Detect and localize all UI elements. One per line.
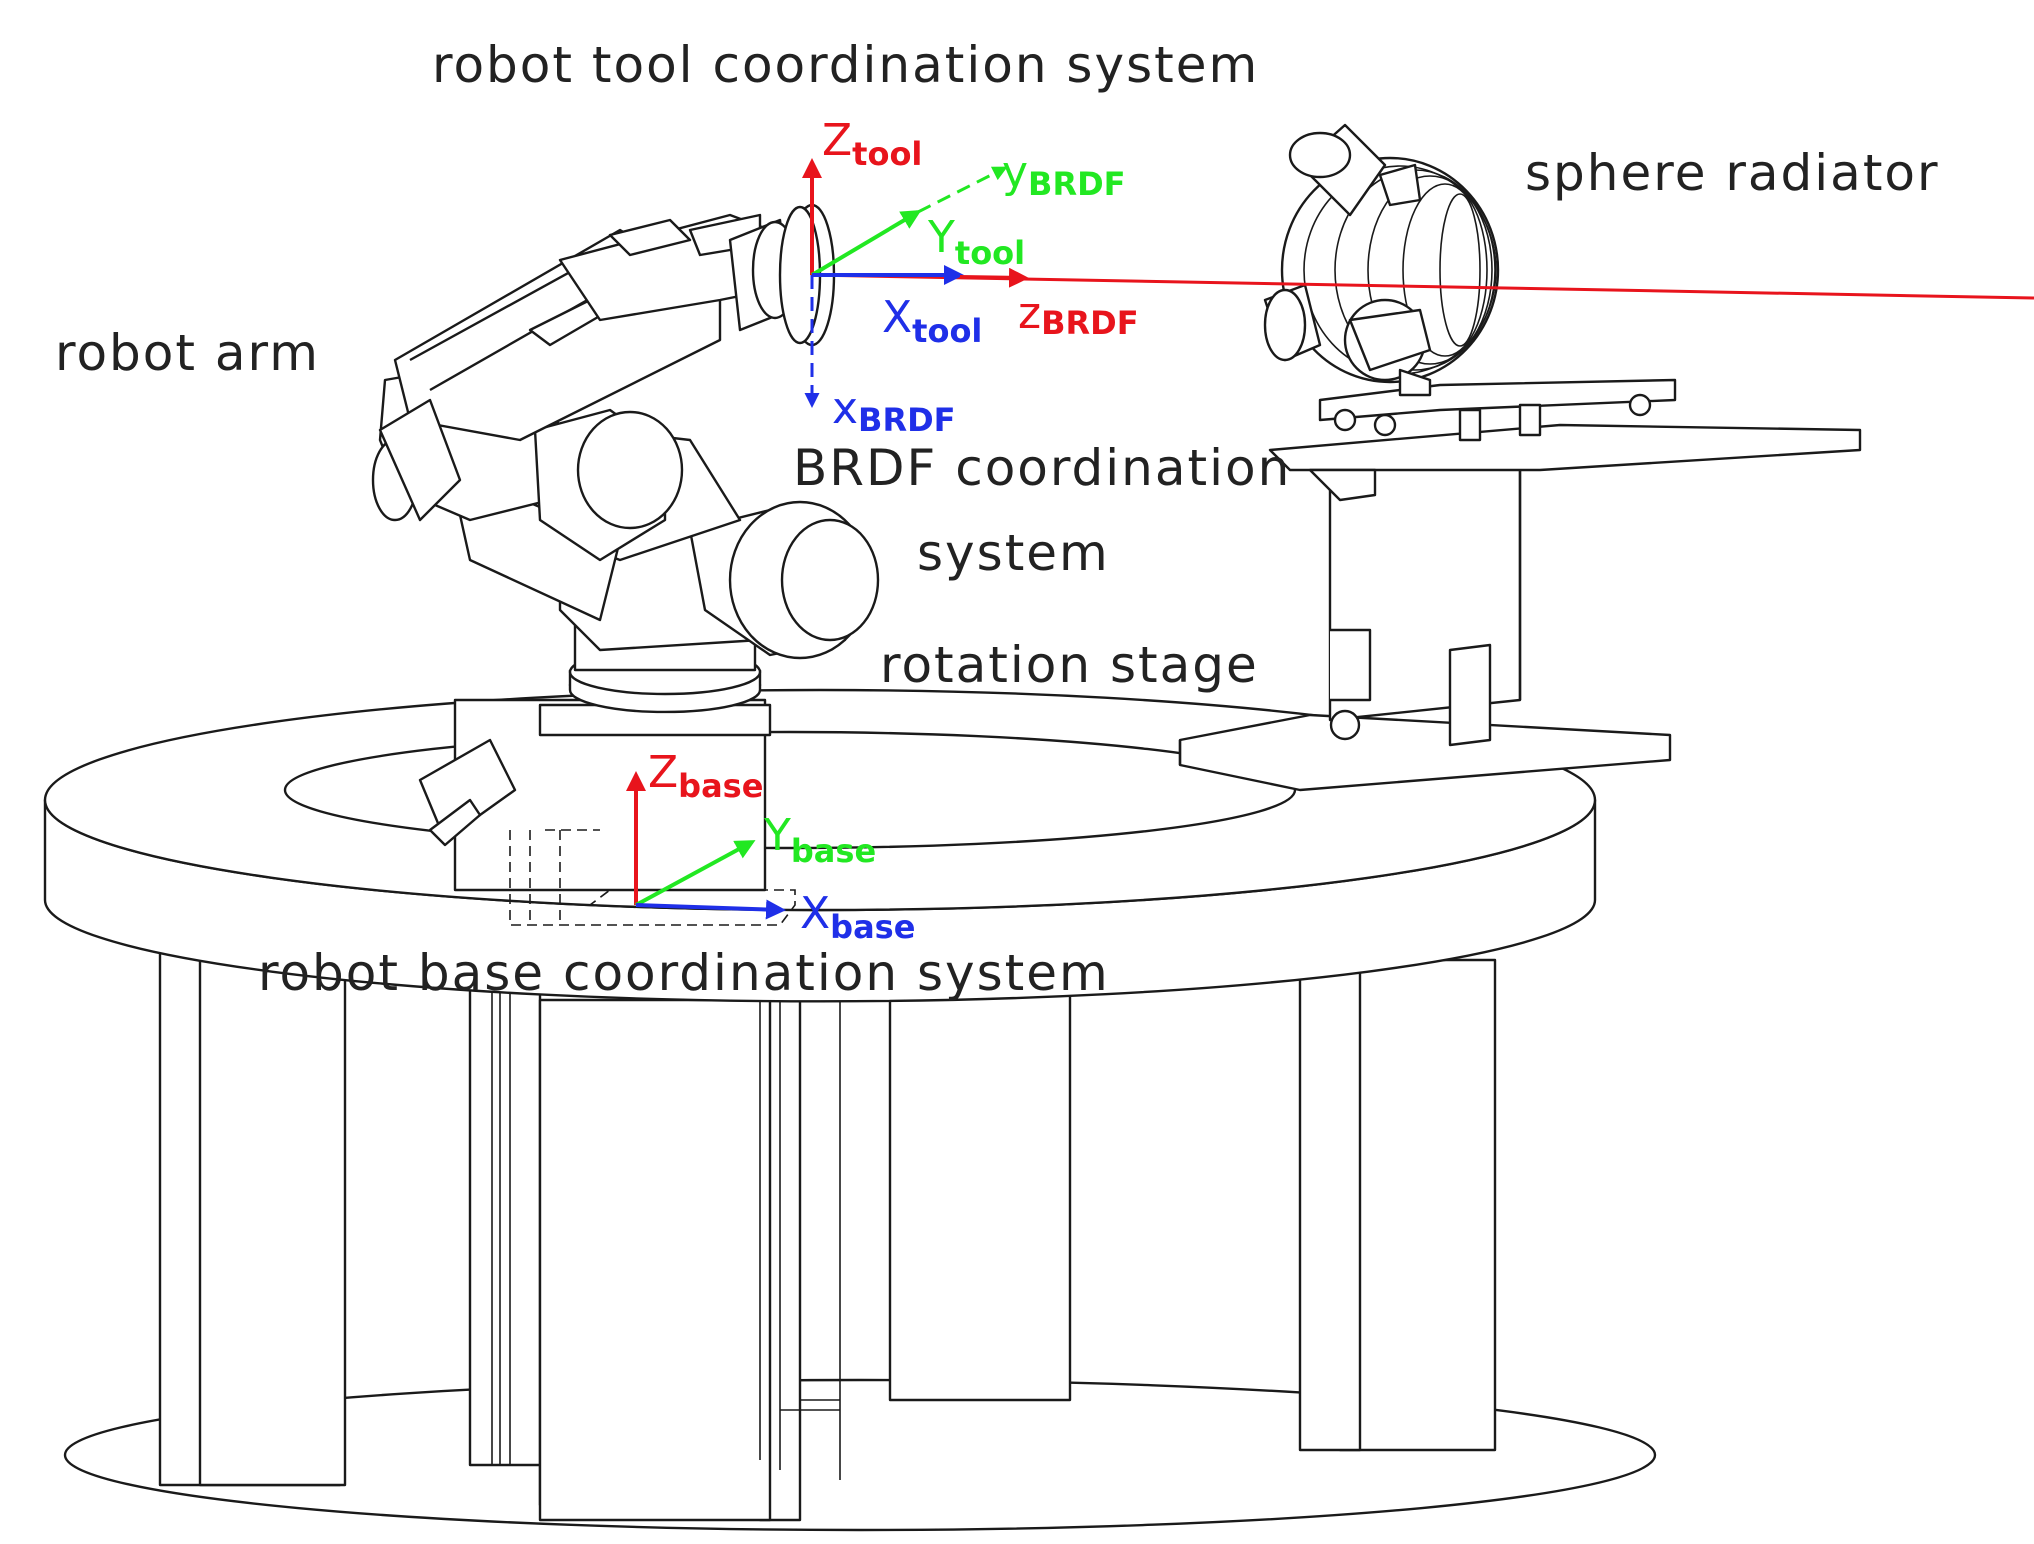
x-brdf-label: xBRDF xyxy=(832,383,956,439)
table-platform xyxy=(43,688,1657,1532)
robot-base-caption: robot base coordination system xyxy=(258,944,1110,1002)
y-base-axis xyxy=(635,840,756,907)
sphere-radiator-caption: sphere radiator xyxy=(1525,144,1940,202)
brdf-caption-line2: system xyxy=(917,524,1110,582)
axis-labels: Ztool yBRDF Ytool Xtool zBRDF xBRDF Zbas… xyxy=(648,115,1139,946)
tool-coordinate-axes xyxy=(802,158,1029,408)
x-base-label: Xbase xyxy=(800,888,915,946)
y-tool-axis xyxy=(810,209,922,277)
z-tool-label: Ztool xyxy=(822,115,922,173)
robot-base-footprint xyxy=(509,830,796,926)
z-brdf-axis xyxy=(959,267,1029,288)
y-tool-label: Ytool xyxy=(927,212,1025,272)
z-brdf-label: zBRDF xyxy=(1018,288,1139,342)
x-base-axis xyxy=(635,899,786,920)
rotation-stage-caption: rotation stage xyxy=(880,636,1259,694)
sphere-radiator-drawing xyxy=(1263,123,1500,397)
floor-base-ellipse xyxy=(63,1378,1657,1532)
x-tool-label: Xtool xyxy=(882,292,982,350)
y-brdf-axis xyxy=(917,166,1008,214)
robot-tool-caption: robot tool coordination system xyxy=(432,36,1259,94)
base-coordinate-axes xyxy=(626,771,786,920)
table-legs xyxy=(158,938,1497,1522)
captions: robot tool coordination system sphere ra… xyxy=(55,36,1940,1002)
brdf-caption-line1: BRDF coordination xyxy=(793,439,1291,497)
z-base-label: Zbase xyxy=(648,747,763,805)
y-base-label: Ybase xyxy=(763,810,876,870)
robot-arm-drawing xyxy=(371,203,880,926)
y-brdf-label: yBRDF xyxy=(1002,147,1126,203)
robot-arm-caption: robot arm xyxy=(55,324,320,382)
rotation-stage-drawing xyxy=(1178,378,1862,792)
